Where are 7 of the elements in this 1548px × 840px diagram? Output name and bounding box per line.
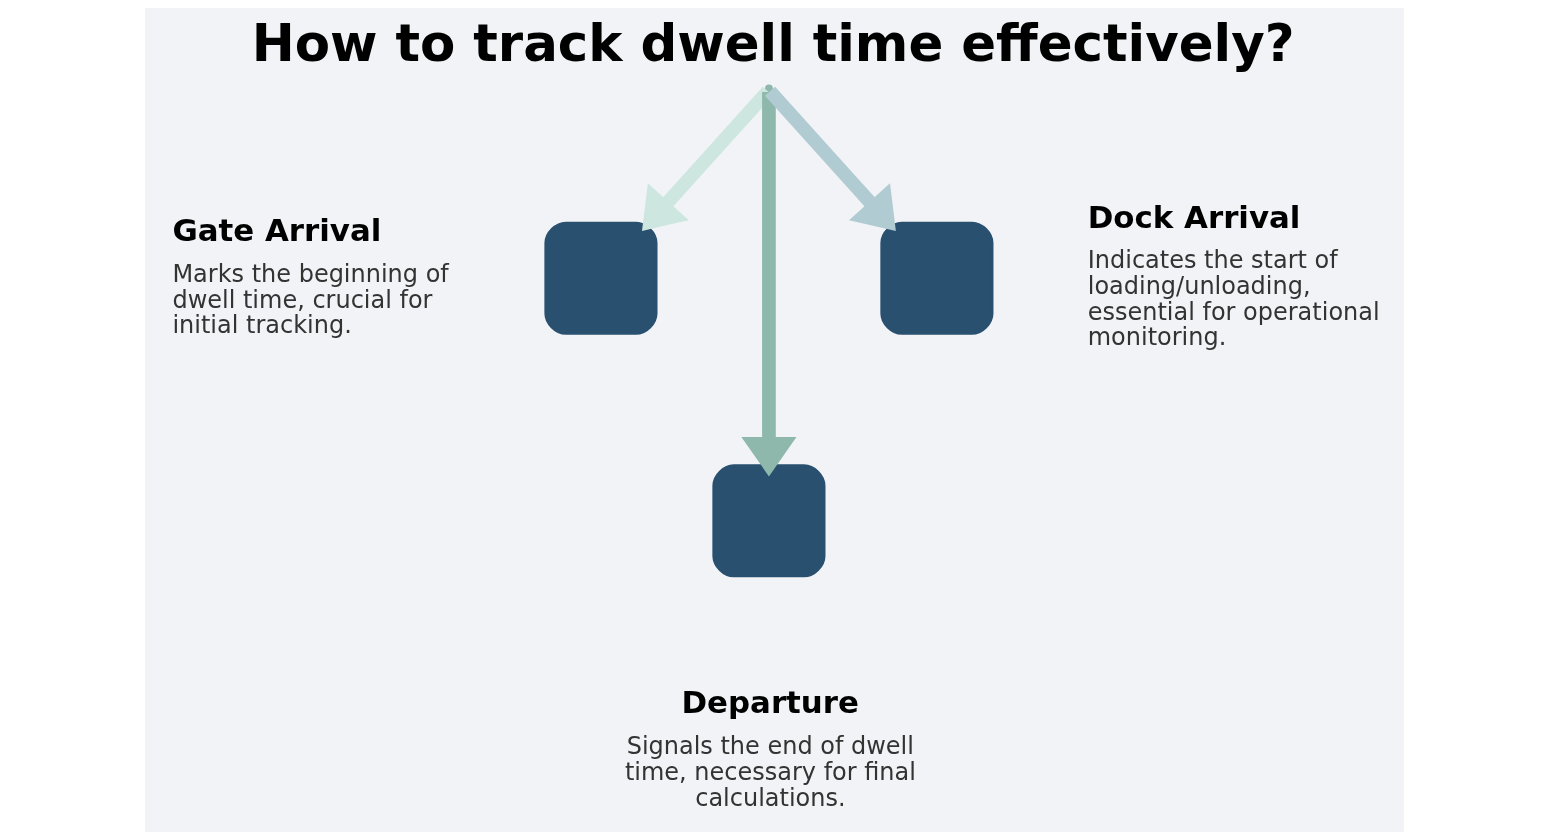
node-label: Signals the end of dwell time, necessary for final calculations.	[624, 732, 916, 812]
node-label: Dock Arrival	[1087, 198, 1300, 235]
node-label: Departure	[681, 684, 859, 721]
diagram-title: How to track dwell time effectively?	[251, 13, 1295, 74]
node-label: Gate Arrival	[171, 212, 381, 249]
node-label: Indicates the start of loading/unloading, essential for operational monitoring.	[1087, 246, 1380, 352]
node-label: Marks the beginning of dwell time, crucial for initial tracking.	[171, 260, 449, 340]
